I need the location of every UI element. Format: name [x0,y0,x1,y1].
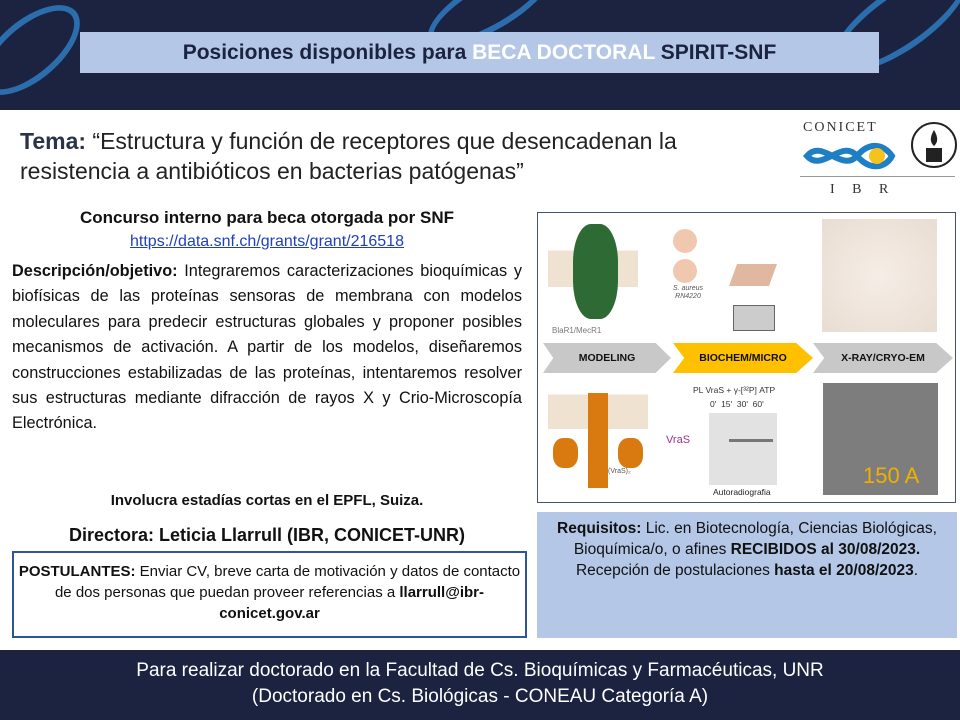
banner-highlight: BECA DOCTORAL [472,41,655,64]
cryo-em-micrograph-image: 150 A [823,383,938,495]
description: Descripción/objetivo: Integraremos carac… [12,259,522,437]
requirements-box: Requisitos: Lic. en Biotecnología, Cienc… [537,512,957,638]
footer: Para realizar doctorado en la Facultad d… [0,650,960,720]
description-text: Integraremos caracterizaciones bioquímic… [12,262,522,433]
footer-line-2: (Doctorado en Cs. Biológicas - CONEAU Ca… [251,686,709,707]
autoradiography-label: Autoradiografia [713,487,771,497]
conicet-logo: CONICET [803,120,878,135]
scale-label: 150 A [863,463,920,488]
gel-title: PL VraS + γ-[³²P] ATP [693,385,776,395]
vras-label: (VraS)₂ [608,468,631,475]
contact-email[interactable]: llarrull@ibr-conicet.gov.ar [219,584,485,622]
banner-prefix: Posiciones disponibles para [182,41,473,64]
requirements-text: Lic. en Biotecnología, Ciencias Biológic… [573,520,937,558]
step-modeling: MODELING [543,343,671,373]
application-text: Recepción de postulaciones [575,562,775,579]
microbiology-workflow-image: S. aureus RN4220 [668,219,788,337]
snf-grant-link[interactable]: https://data.snf.ch/grants/grant/216518 [130,233,404,250]
step-xray-cryoem: X-RAY/CRYO-EM [813,343,953,373]
topic-text: “Estructura y función de receptores que … [20,128,677,184]
vras-band-label: VraS [666,434,691,446]
applicants-text: Enviar CV, breve carta de motivación y d… [54,563,521,601]
director: Directora: Leticia Llarrull (IBR, CONICE… [68,525,466,545]
application-deadline: hasta el 20/08/2023 [774,562,914,579]
vras-structure-image [548,383,648,498]
contest-heading: Concurso interno para beca otorgada por … [79,208,455,227]
s-aureus-label: S. aureus RN4220 [673,285,703,300]
institution-logos: CONICET I B R [800,118,958,200]
requirements-end: . [913,562,919,579]
requirements-label: Requisitos: [557,520,642,537]
blar1-structure-image [548,219,638,324]
applicants-label: POSTULANTES: [18,563,136,580]
research-figure: BlaR1/MecR1 S. aureus RN4220 MODELING BI… [537,212,956,503]
topic: Tema: “Estructura y función de receptore… [20,126,780,186]
footer-line-1: Para realizar doctorado en la Facultad d… [136,660,824,681]
gel-timepoints: 0' 15' 30' 60' [710,399,764,409]
blar1-label: BlaR1/MecR1 [552,326,602,335]
crystal-micrograph-image [822,219,937,332]
banner-suffix: SPIRIT-SNF [654,41,777,64]
title-banner: Posiciones disponibles para BECA DOCTORA… [80,32,879,73]
conicet-wave-icon [803,142,896,170]
short-stays-note: Involucra estadías cortas en el EPFL, Su… [110,492,424,509]
header: Posiciones disponibles para BECA DOCTORA… [0,0,960,110]
autoradiography-gel-image [709,413,777,485]
step-biochem-micro: BIOCHEM/MICRO [673,343,813,373]
topic-label: Tema: [20,128,87,154]
unr-seal-icon [911,122,957,168]
description-label: Descripción/objetivo: [12,262,178,280]
ibr-logo: I B R [830,182,889,197]
applicants-box: POSTULANTES: Enviar CV, breve carta de m… [12,551,527,638]
graduation-deadline: RECIBIDOS al 30/08/2023. [730,541,921,558]
